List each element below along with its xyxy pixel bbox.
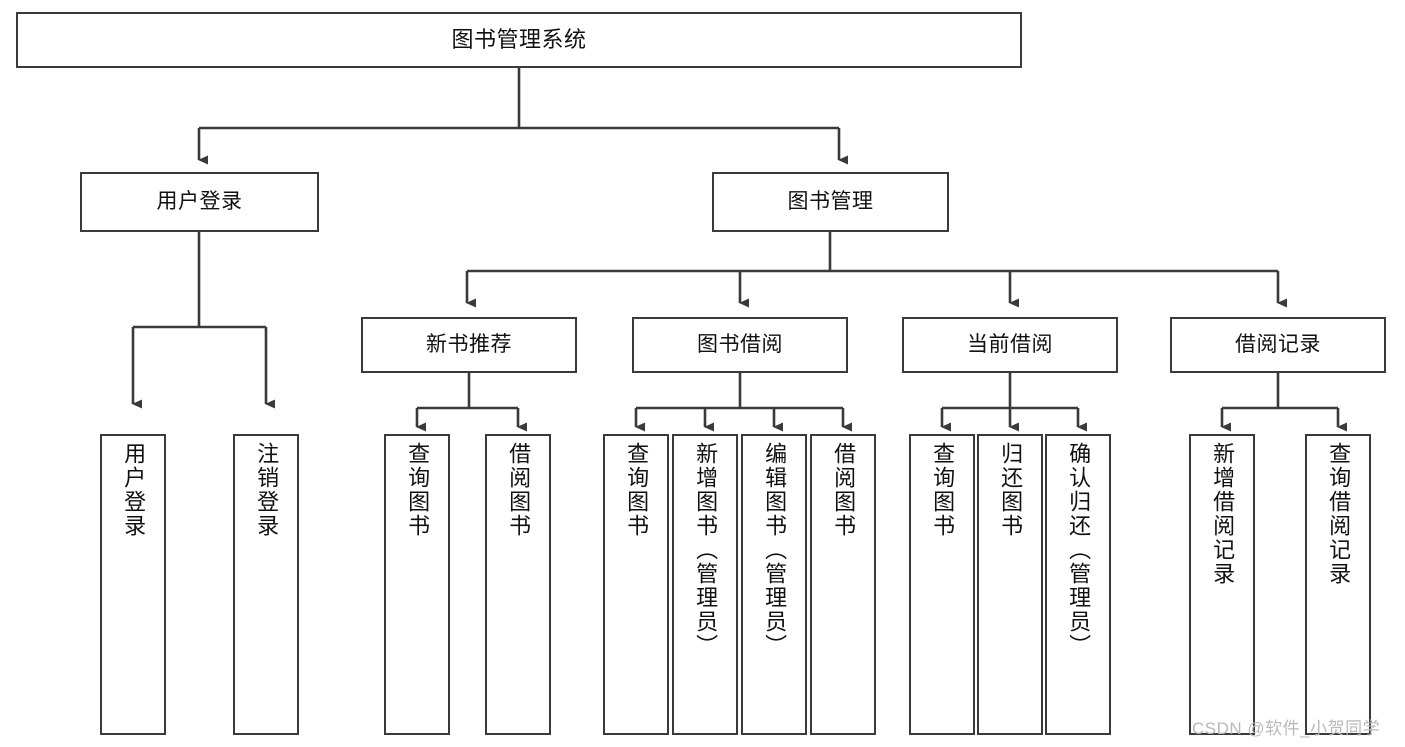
node-leaf-borrow-book[interactable]: 借阅图书 (810, 434, 876, 735)
node-book-management-label: 图书管理 (787, 189, 874, 213)
node-leaf-borrow-book-recommend[interactable]: 借阅图书 (485, 434, 551, 735)
node-leaf-query-book-recommend[interactable]: 查询图书 (384, 434, 450, 735)
node-leaf-borrow-book-recommend-label: 借阅图书 (506, 442, 532, 538)
node-leaf-query-book-borrow[interactable]: 查询图书 (603, 434, 669, 735)
node-leaf-return-book[interactable]: 归还图书 (977, 434, 1043, 735)
node-leaf-add-book-admin-label: 新增图书（管理员） (693, 442, 719, 658)
node-book-borrow-label: 图书借阅 (697, 332, 783, 356)
node-leaf-query-book-borrow-label: 查询图书 (624, 442, 650, 538)
node-leaf-add-borrow-record[interactable]: 新增借阅记录 (1189, 434, 1255, 735)
node-leaf-confirm-return-admin-label: 确认归还（管理员） (1066, 442, 1092, 658)
node-leaf-query-book-current-label: 查询图书 (930, 442, 956, 538)
node-leaf-confirm-return-admin[interactable]: 确认归还（管理员） (1045, 434, 1111, 735)
node-new-book-recommend[interactable]: 新书推荐 (361, 317, 577, 373)
node-leaf-borrow-book-label: 借阅图书 (831, 442, 857, 538)
node-leaf-query-borrow-record-label: 查询借阅记录 (1326, 442, 1352, 586)
node-book-management[interactable]: 图书管理 (712, 172, 949, 232)
node-new-book-recommend-label: 新书推荐 (426, 332, 512, 356)
node-current-borrow[interactable]: 当前借阅 (902, 317, 1118, 373)
node-leaf-query-book-recommend-label: 查询图书 (405, 442, 431, 538)
node-leaf-logout-login-label: 注销登录 (254, 442, 280, 538)
node-leaf-edit-book-admin[interactable]: 编辑图书（管理员） (741, 434, 807, 735)
node-leaf-query-book-current[interactable]: 查询图书 (909, 434, 975, 735)
node-leaf-edit-book-admin-label: 编辑图书（管理员） (762, 442, 788, 658)
node-book-borrow[interactable]: 图书借阅 (632, 317, 848, 373)
node-leaf-user-login-label: 用户登录 (121, 442, 147, 538)
node-leaf-query-borrow-record[interactable]: 查询借阅记录 (1305, 434, 1371, 735)
node-leaf-add-book-admin[interactable]: 新增图书（管理员） (672, 434, 738, 735)
csdn-watermark: CSDN @软件_小贺同学 (1192, 719, 1381, 738)
node-root-system-label: 图书管理系统 (451, 27, 587, 53)
node-leaf-add-borrow-record-label: 新增借阅记录 (1210, 442, 1236, 586)
node-leaf-user-login[interactable]: 用户登录 (100, 434, 166, 735)
node-leaf-logout-login[interactable]: 注销登录 (233, 434, 299, 735)
node-current-borrow-label: 当前借阅 (967, 332, 1053, 356)
node-borrow-record[interactable]: 借阅记录 (1170, 317, 1386, 373)
node-root-system[interactable]: 图书管理系统 (16, 12, 1022, 68)
node-borrow-record-label: 借阅记录 (1235, 332, 1321, 356)
node-leaf-return-book-label: 归还图书 (998, 442, 1024, 538)
node-user-login[interactable]: 用户登录 (80, 172, 319, 232)
node-user-login-label: 用户登录 (156, 189, 243, 213)
